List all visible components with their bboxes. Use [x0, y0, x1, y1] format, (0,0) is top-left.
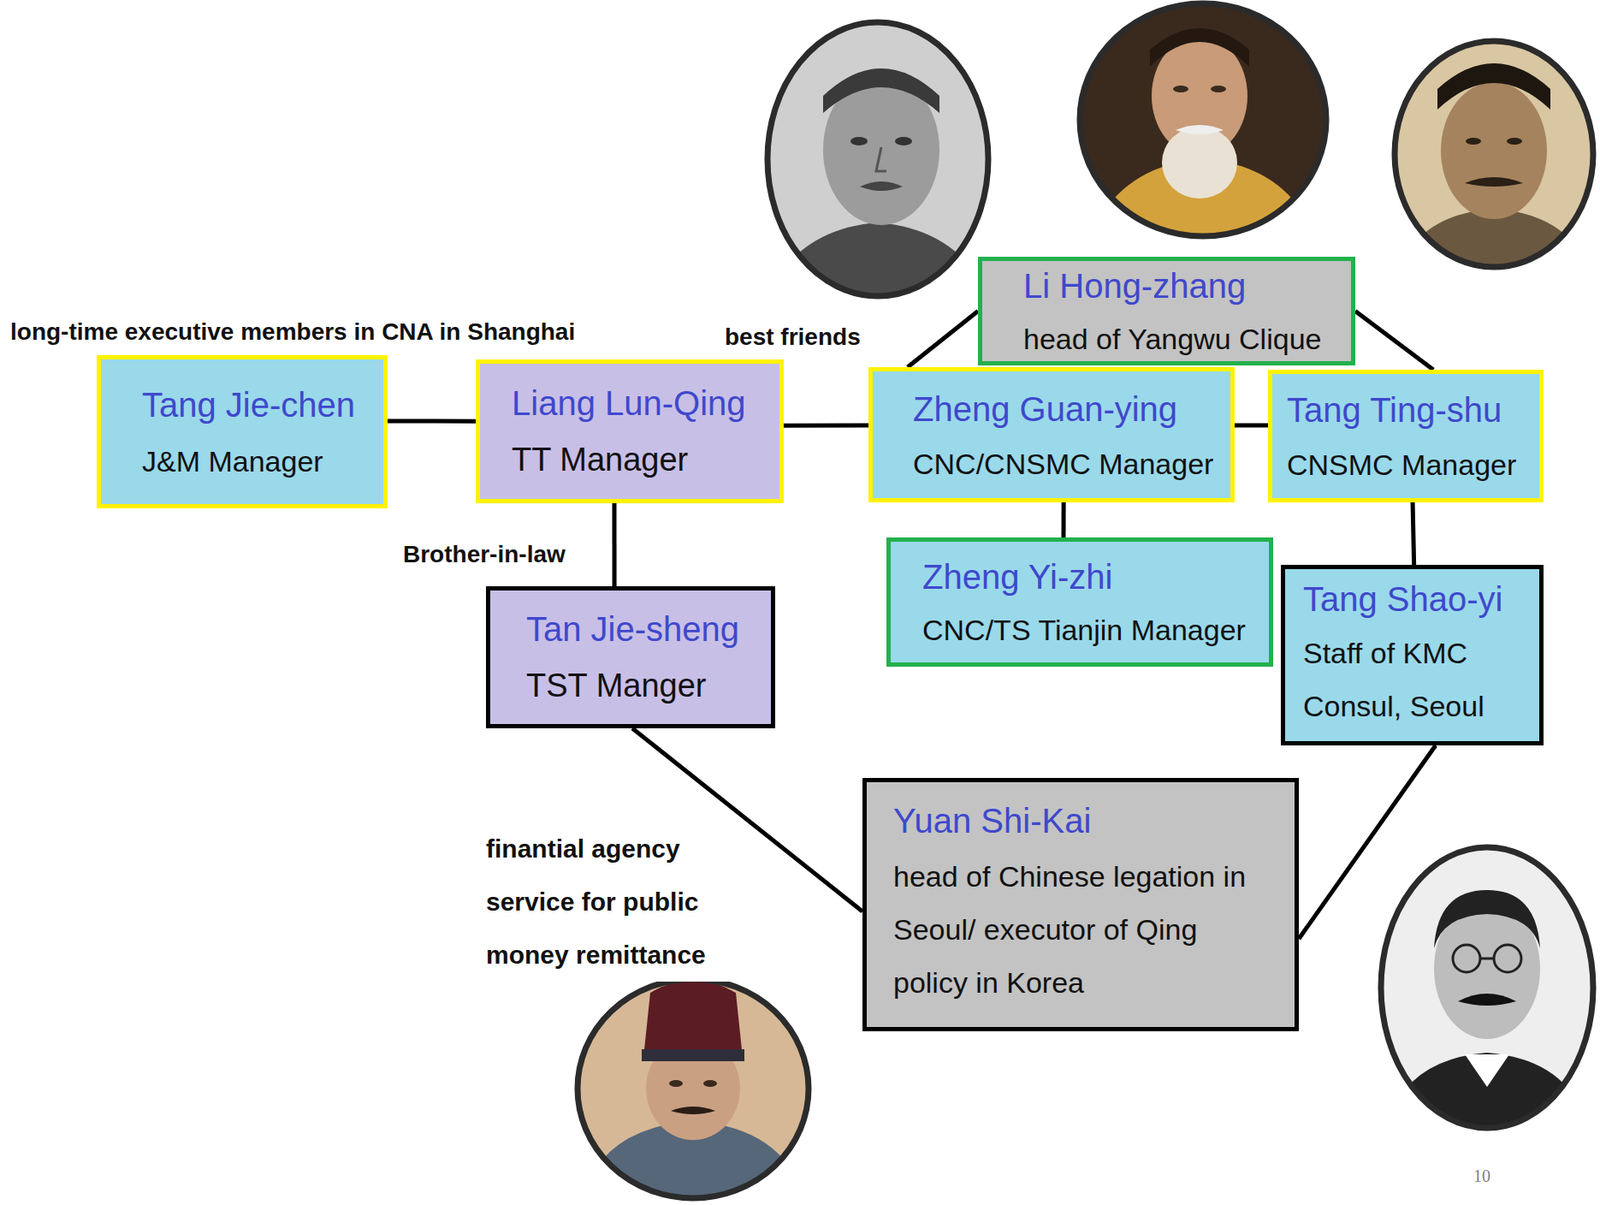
- person-name: Liang Lun-Qing: [511, 382, 747, 424]
- portrait-part: [1493, 944, 1522, 972]
- connector-line: [612, 503, 617, 587]
- portrait-photo: [1377, 845, 1596, 1130]
- person-name: Tan Jie-sheng: [526, 608, 740, 650]
- person-box: Tang Shao-yiStaff of KMC Consul, Seoul: [1280, 564, 1544, 746]
- role-text: head of Yangwu Clique: [1023, 321, 1322, 357]
- connector-line: [1234, 422, 1269, 427]
- edge-label: Brother-in-law: [402, 539, 566, 569]
- portrait-part: [1161, 126, 1238, 199]
- role-text: CNC/CNSMC Manager: [912, 446, 1214, 482]
- portrait-frame: [767, 22, 989, 297]
- portrait-part: [761, 17, 1002, 309]
- portrait-part: [1440, 82, 1547, 220]
- connector-line: [783, 422, 869, 427]
- portrait-part: [1465, 137, 1482, 145]
- portrait-part: [1464, 1054, 1510, 1087]
- portrait-part: [1390, 38, 1600, 270]
- role-text: head of Chinese legation in Seoul/ execu…: [893, 849, 1270, 1009]
- role-text: J&M Manager: [142, 444, 324, 480]
- connector-line: [1298, 745, 1436, 939]
- role-text: Staff of KMC Consul, Seoul: [1303, 626, 1526, 733]
- role-text: TST Manger: [526, 666, 706, 706]
- edge-label: long-time executive members in CNA in Sh…: [10, 316, 575, 347]
- person-name: Li Hong-zhang: [1023, 265, 1246, 307]
- portrait-part: [1434, 889, 1541, 949]
- portrait-photo: [761, 17, 1002, 309]
- portrait-part: [1506, 137, 1523, 145]
- portrait-part: [1069, 0, 1344, 249]
- connector-line: [1412, 502, 1415, 565]
- portrait-part: [894, 136, 913, 146]
- portrait-part: [1377, 845, 1596, 1130]
- portrait-frame: [1380, 847, 1594, 1128]
- role-text: CNC/TS Tianjin Manager: [922, 612, 1246, 648]
- person-box: Yuan Shi-Kai head of Chinese legation in …: [862, 777, 1299, 1032]
- portrait-part: [859, 181, 903, 191]
- connector-line: [907, 311, 978, 368]
- connector-line: [1061, 502, 1067, 538]
- portrait-part: [1480, 957, 1494, 960]
- portrait-part: [1457, 993, 1517, 1006]
- person-name: Yuan Shi-Kai: [893, 800, 1091, 842]
- person-box: Tang Ting-shuCNSMC Manager: [1268, 369, 1544, 503]
- person-box: Li Hong-zhang head of Yangwu Clique: [977, 256, 1356, 366]
- portrait-part: [669, 1079, 683, 1087]
- portrait-part: [1437, 63, 1551, 110]
- person-name: Tang Jie-chen: [142, 384, 356, 426]
- portrait-part: [1175, 124, 1224, 135]
- portrait-part: [1464, 177, 1523, 187]
- role-text: TT Manager: [511, 440, 688, 480]
- person-box: Tang Jie-chenJ&M Manager: [96, 355, 388, 509]
- page-number: 10: [1473, 1165, 1491, 1186]
- portrait-part: [703, 1079, 718, 1087]
- portrait-part: [573, 975, 813, 1203]
- portrait-part: [850, 136, 868, 146]
- person-name: Zheng Guan-ying: [912, 388, 1178, 430]
- portrait-part: [1149, 28, 1250, 67]
- portrait-part: [765, 222, 990, 300]
- portrait-part: [1210, 85, 1227, 93]
- person-box: Zheng Yi-zhiCNC/TS Tianjin Manager: [886, 537, 1274, 667]
- portrait-frame: [1079, 3, 1327, 237]
- portrait-part: [1452, 944, 1481, 972]
- portrait-photo: [573, 975, 813, 1203]
- person-name: Tang Ting-shu: [1286, 389, 1502, 431]
- person-box: Tan Jie-shengTST Manger: [485, 586, 776, 729]
- portrait-part: [876, 147, 887, 172]
- portrait-part: [823, 68, 940, 113]
- portrait-frame: [1394, 41, 1594, 267]
- portrait-part: [641, 1048, 745, 1061]
- portrait-frame: [577, 978, 809, 1198]
- connector-line: [1355, 311, 1434, 371]
- edge-label: finantial agency service for public mone…: [485, 822, 743, 982]
- portrait-photo: [1390, 38, 1600, 270]
- connector-line: [387, 418, 476, 423]
- portrait-part: [643, 979, 743, 1058]
- portrait-photo: [1069, 0, 1344, 249]
- person-name: Tang Shao-yi: [1303, 578, 1503, 620]
- person-name: Zheng Yi-zhi: [922, 556, 1113, 598]
- portrait-part: [670, 1106, 716, 1115]
- edge-label: best friends: [724, 321, 861, 352]
- person-box: Liang Lun-Qing TT Manager: [475, 359, 784, 504]
- portrait-part: [1173, 85, 1189, 93]
- person-box: Zheng Guan-yingCNC/CNSMC Manager: [868, 367, 1235, 503]
- role-text: CNSMC Manager: [1286, 447, 1517, 483]
